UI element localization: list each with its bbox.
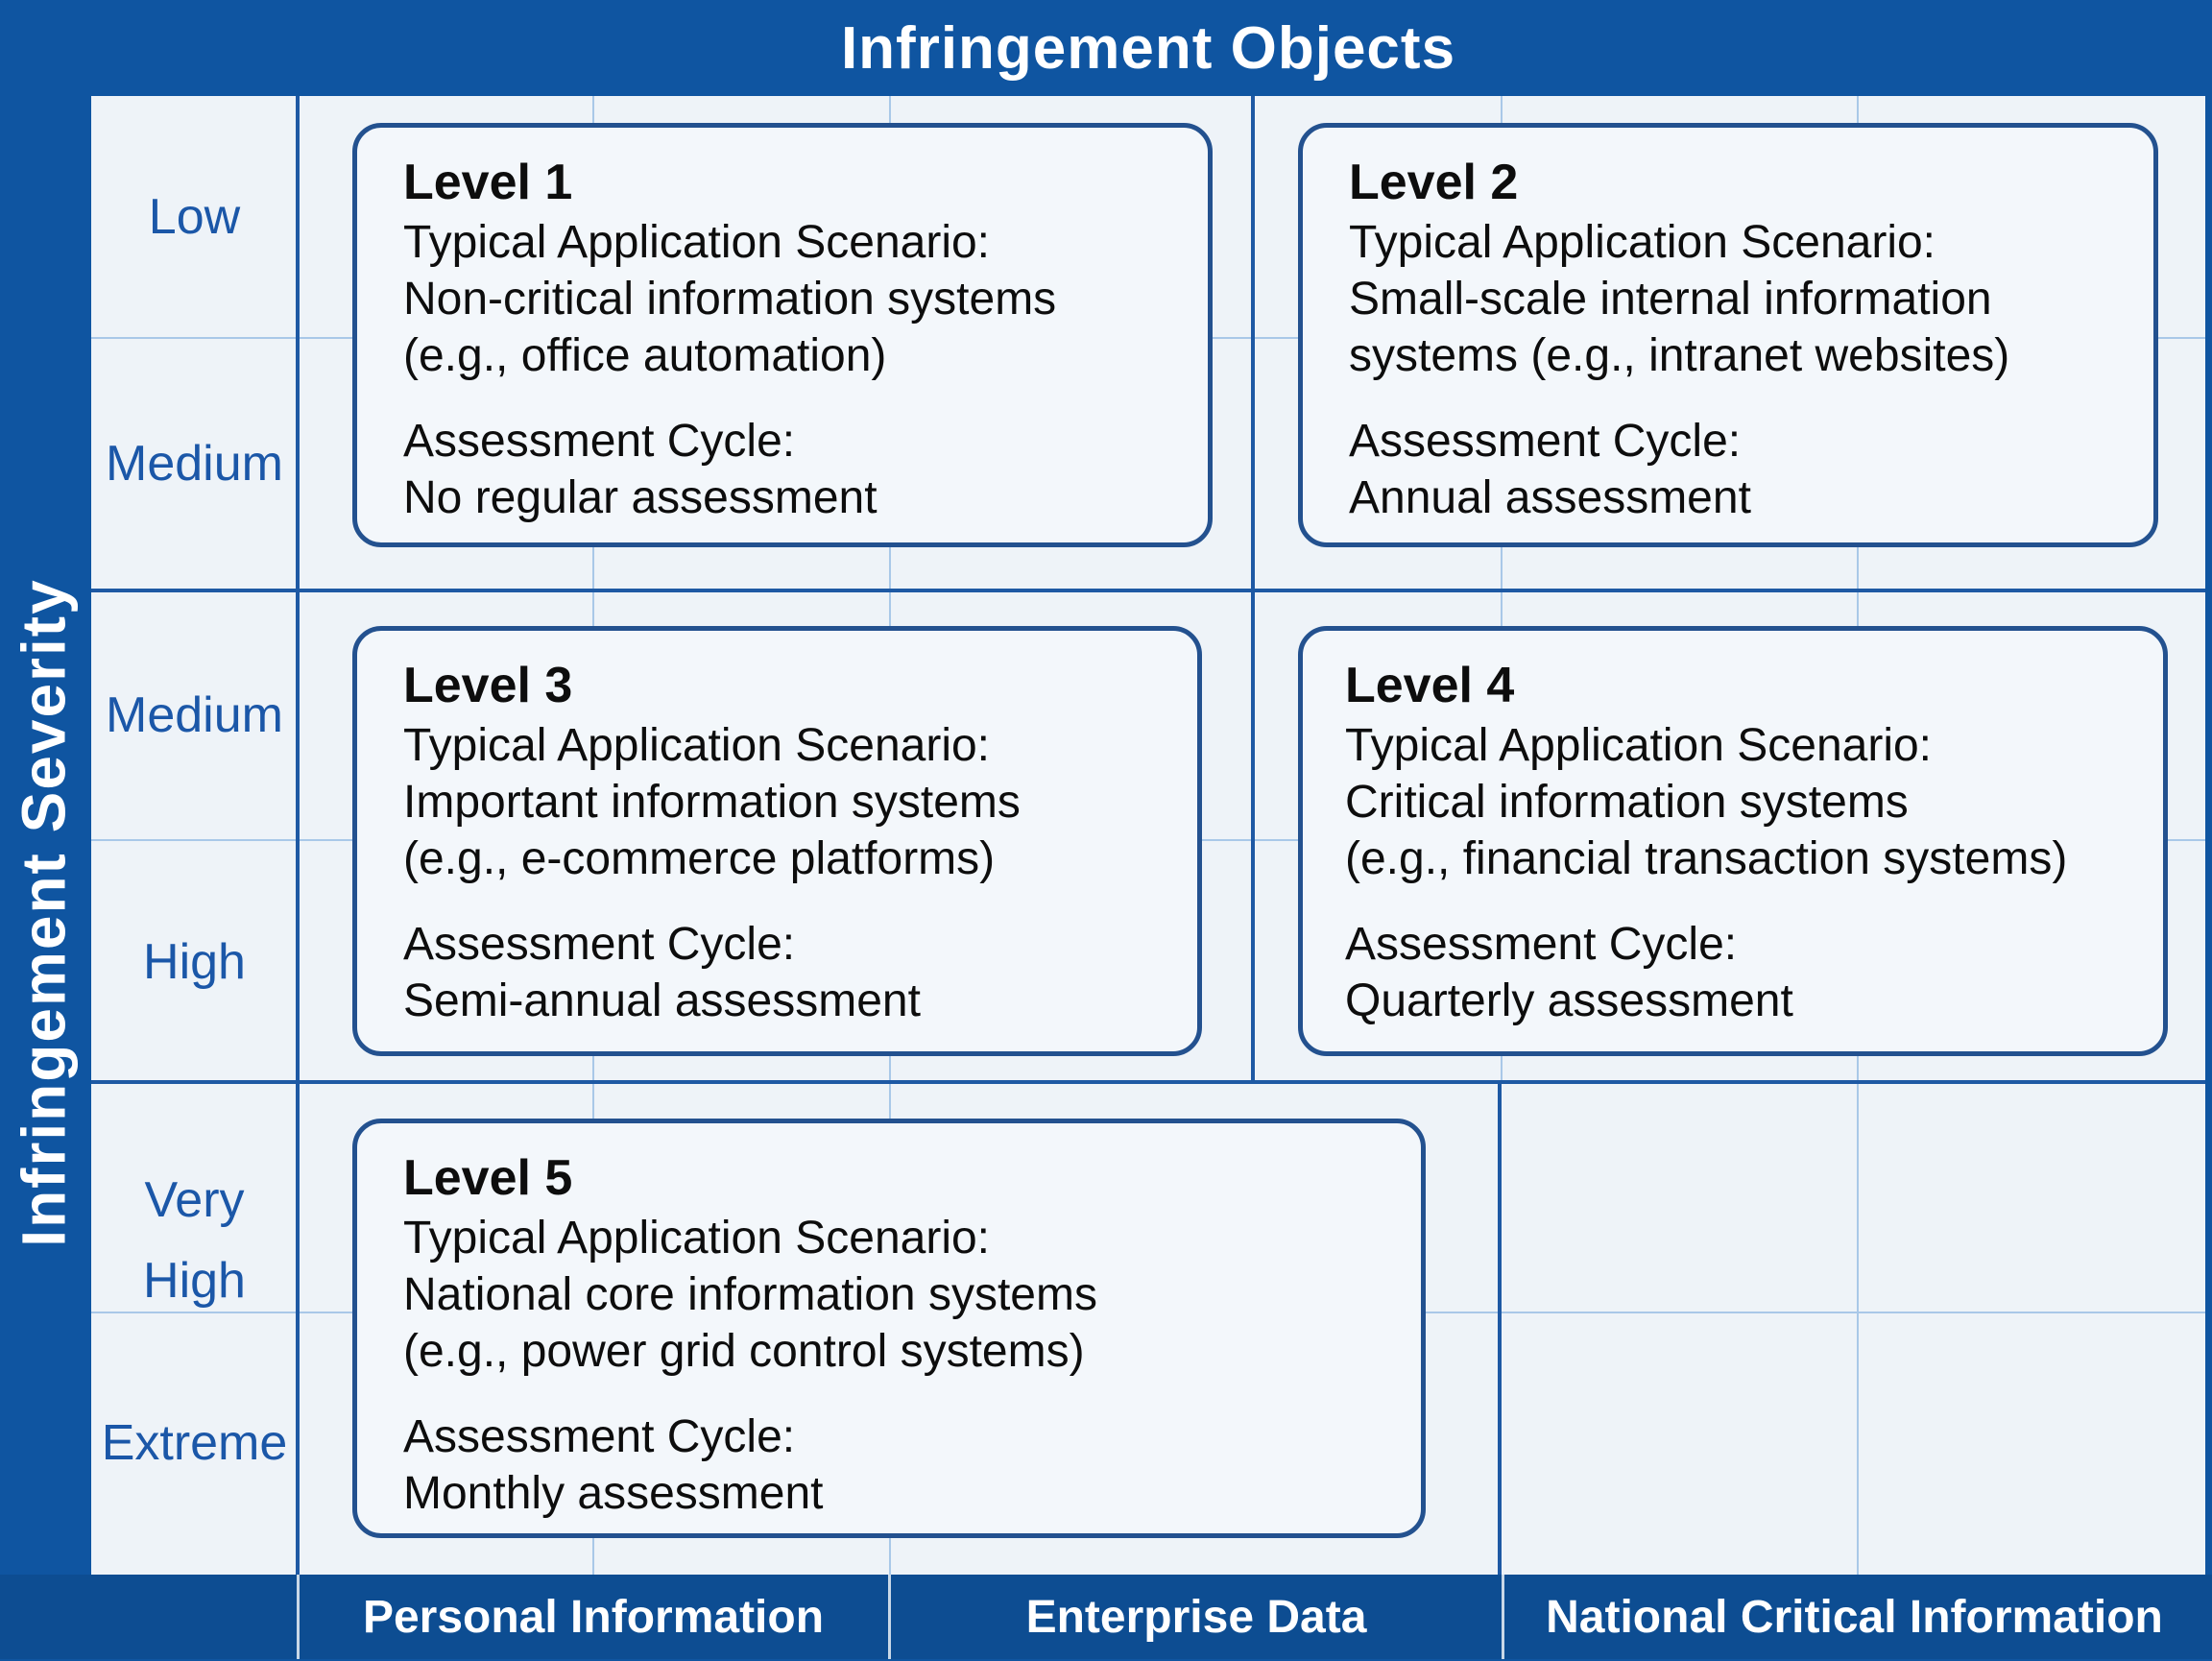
card-title: Level 2 bbox=[1349, 155, 1519, 210]
severity-label-very-high: Very High bbox=[143, 1171, 246, 1309]
scenario-text: Important information systems bbox=[403, 777, 1021, 828]
column-label-enterprise-data: Enterprise Data bbox=[1025, 1592, 1367, 1643]
scenario-text: (e.g., e-commerce platforms) bbox=[403, 833, 996, 884]
cycle-label: Assessment Cycle: bbox=[403, 919, 796, 970]
page-title: Infringement Objects bbox=[840, 15, 1456, 82]
severity-label-medium-1: Medium bbox=[106, 435, 283, 492]
scenario-text: Non-critical information systems bbox=[403, 274, 1057, 325]
scenario-text: (e.g., office automation) bbox=[403, 330, 887, 381]
cycle-value: Quarterly assessment bbox=[1345, 975, 1793, 1026]
cycle-value: Monthly assessment bbox=[403, 1468, 824, 1519]
grid-line-horizontal-dark bbox=[91, 1080, 2205, 1084]
level-2-card: Level 2 Typical Application Scenario: Sm… bbox=[1298, 123, 2158, 547]
scenario-label: Typical Application Scenario: bbox=[403, 1213, 991, 1264]
bottom-band-divider bbox=[1502, 1575, 1504, 1659]
level-1-card: Level 1 Typical Application Scenario: No… bbox=[352, 123, 1213, 547]
scenario-label: Typical Application Scenario: bbox=[1349, 217, 1936, 268]
severity-label-high: High bbox=[143, 933, 246, 990]
severity-label-medium-2: Medium bbox=[106, 686, 283, 743]
cycle-label: Assessment Cycle: bbox=[1345, 919, 1738, 970]
card-title: Level 5 bbox=[403, 1150, 573, 1206]
scenario-label: Typical Application Scenario: bbox=[403, 217, 991, 268]
scenario-label: Typical Application Scenario: bbox=[1345, 720, 1933, 771]
cycle-value: Annual assessment bbox=[1349, 472, 1751, 523]
card-title: Level 3 bbox=[403, 658, 573, 713]
scenario-text: (e.g., power grid control systems) bbox=[403, 1326, 1085, 1377]
left-axis-band bbox=[0, 0, 91, 1659]
scenario-text: systems (e.g., intranet websites) bbox=[1349, 330, 2010, 381]
scenario-text: Small-scale internal information bbox=[1349, 274, 1992, 325]
grid-line-vertical-dark bbox=[1498, 1082, 1502, 1575]
cycle-label: Assessment Cycle: bbox=[403, 1411, 796, 1462]
severity-axis-title: Infringement Severity bbox=[9, 578, 79, 1247]
scenario-text: Critical information systems bbox=[1345, 777, 1909, 828]
level-5-card: Level 5 Typical Application Scenario: Na… bbox=[352, 1119, 1426, 1538]
bottom-axis-band bbox=[0, 1575, 2212, 1659]
cycle-label: Assessment Cycle: bbox=[1349, 416, 1742, 467]
grid-line-horizontal-dark bbox=[91, 589, 2205, 592]
card-title: Level 4 bbox=[1345, 658, 1515, 713]
bottom-band-divider bbox=[888, 1575, 891, 1659]
scenario-text: National core information systems bbox=[403, 1269, 1097, 1320]
severity-label-low: Low bbox=[148, 188, 241, 245]
bottom-band-divider bbox=[297, 1575, 300, 1659]
column-label-national-critical-information: National Critical Information bbox=[1546, 1592, 2163, 1643]
column-label-personal-information: Personal Information bbox=[362, 1592, 825, 1643]
severity-label-extreme: Extreme bbox=[101, 1414, 288, 1471]
top-header-band bbox=[0, 0, 2212, 96]
cycle-label: Assessment Cycle: bbox=[403, 416, 796, 467]
cycle-value: Semi-annual assessment bbox=[403, 975, 921, 1026]
scenario-label: Typical Application Scenario: bbox=[403, 720, 991, 771]
grid-line-vertical-dark bbox=[296, 96, 300, 1575]
level-3-card: Level 3 Typical Application Scenario: Im… bbox=[352, 626, 1202, 1056]
level-4-card: Level 4 Typical Application Scenario: Cr… bbox=[1298, 626, 2168, 1056]
card-title: Level 1 bbox=[403, 155, 573, 210]
scenario-text: (e.g., financial transaction systems) bbox=[1345, 833, 2068, 884]
cycle-value: No regular assessment bbox=[403, 472, 878, 523]
